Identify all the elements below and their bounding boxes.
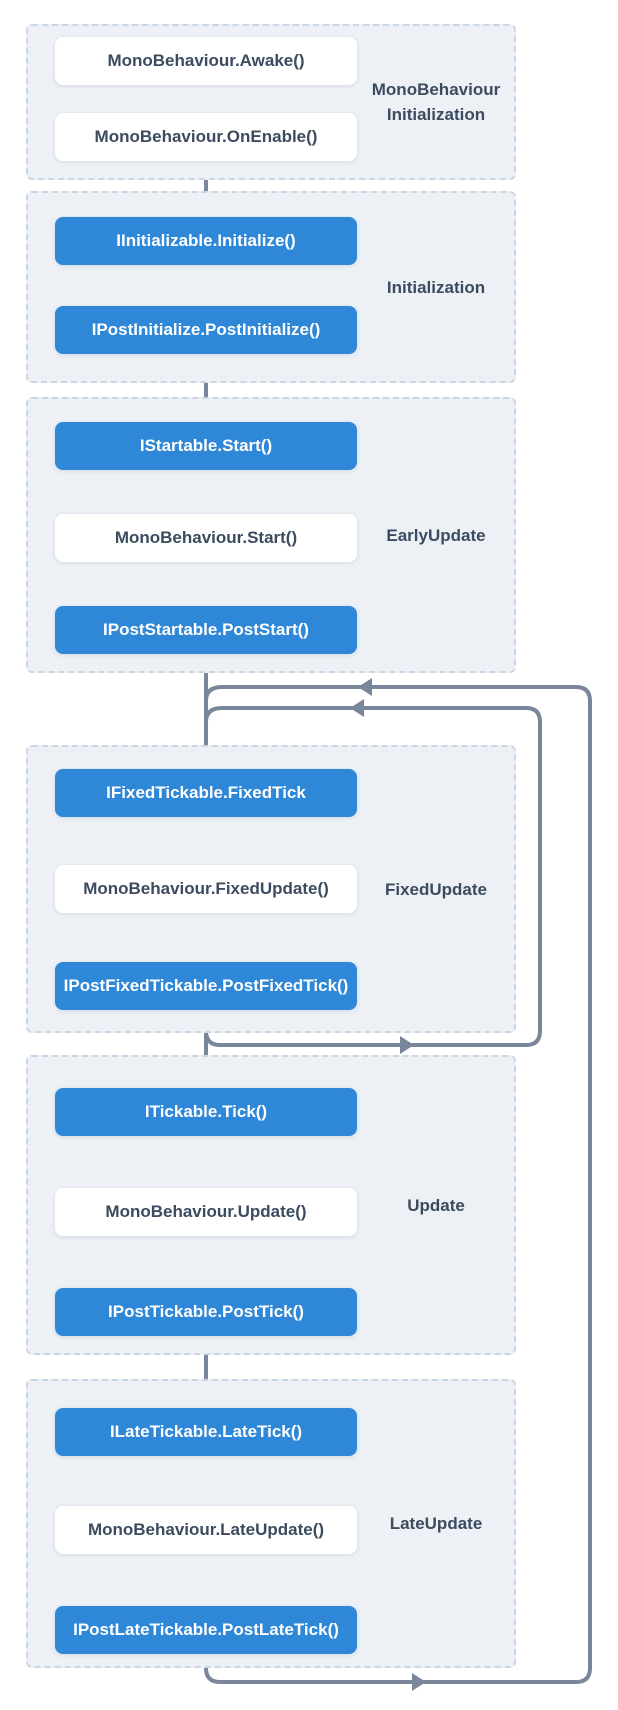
step-monobehaviour-start: MonoBehaviour.Start() [55, 514, 357, 562]
panel-label: EarlyUpdate [386, 525, 486, 545]
step-ipostfixedtickable-postfixedtick: IPostFixedTickable.PostFixedTick() [55, 962, 357, 1010]
panel-lateupdate: ILateTickable.LateTick() MonoBehaviour.L… [26, 1379, 516, 1668]
arrowhead-left [350, 699, 364, 717]
arrowhead-left [358, 678, 372, 696]
step-monobehaviour-fixedupdate: MonoBehaviour.FixedUpdate() [55, 865, 357, 913]
step-iposttickable-posttick: IPostTickable.PostTick() [55, 1288, 357, 1336]
step-monobehaviour-awake: MonoBehaviour.Awake() [55, 37, 357, 85]
step-ipoststartable-poststart: IPostStartable.PostStart() [55, 606, 357, 654]
panel-update: ITickable.Tick() MonoBehaviour.Update() … [26, 1055, 516, 1355]
arrowhead-right [412, 1673, 426, 1691]
step-itickable-tick: ITickable.Tick() [55, 1088, 357, 1136]
step-ifixedtickable-fixedtick: IFixedTickable.FixedTick [55, 769, 357, 817]
panel-earlyupdate: IStartable.Start() MonoBehaviour.Start()… [26, 397, 516, 673]
panel-label: FixedUpdate [384, 879, 488, 899]
panel-initialization: IInitializable.Initialize() IPostInitial… [26, 191, 516, 383]
panel-fixedupdate: IFixedTickable.FixedTick MonoBehaviour.F… [26, 745, 516, 1033]
panel-label: MonoBehaviour Initialization [371, 80, 501, 124]
step-ilatetickable-latetick: ILateTickable.LateTick() [55, 1408, 357, 1456]
step-istartable-start: IStartable.Start() [55, 422, 357, 470]
step-ipostinitialize-postinitialize: IPostInitialize.PostInitialize() [55, 306, 357, 354]
step-ipostlatetickable-postlatetick: IPostLateTickable.PostLateTick() [55, 1606, 357, 1654]
step-monobehaviour-update: MonoBehaviour.Update() [55, 1188, 357, 1236]
arrowhead-right [400, 1036, 414, 1054]
step-monobehaviour-onenable: MonoBehaviour.OnEnable() [55, 113, 357, 161]
panel-label: LateUpdate [389, 1514, 483, 1533]
panel-label: Initialization [386, 277, 486, 297]
step-iinitializable-initialize: IInitializable.Initialize() [55, 217, 357, 265]
panel-label: Update [407, 1195, 465, 1215]
step-monobehaviour-lateupdate: MonoBehaviour.LateUpdate() [55, 1506, 357, 1554]
panel-monobehaviour-initialization: MonoBehaviour.Awake() MonoBehaviour.OnEn… [26, 24, 516, 180]
